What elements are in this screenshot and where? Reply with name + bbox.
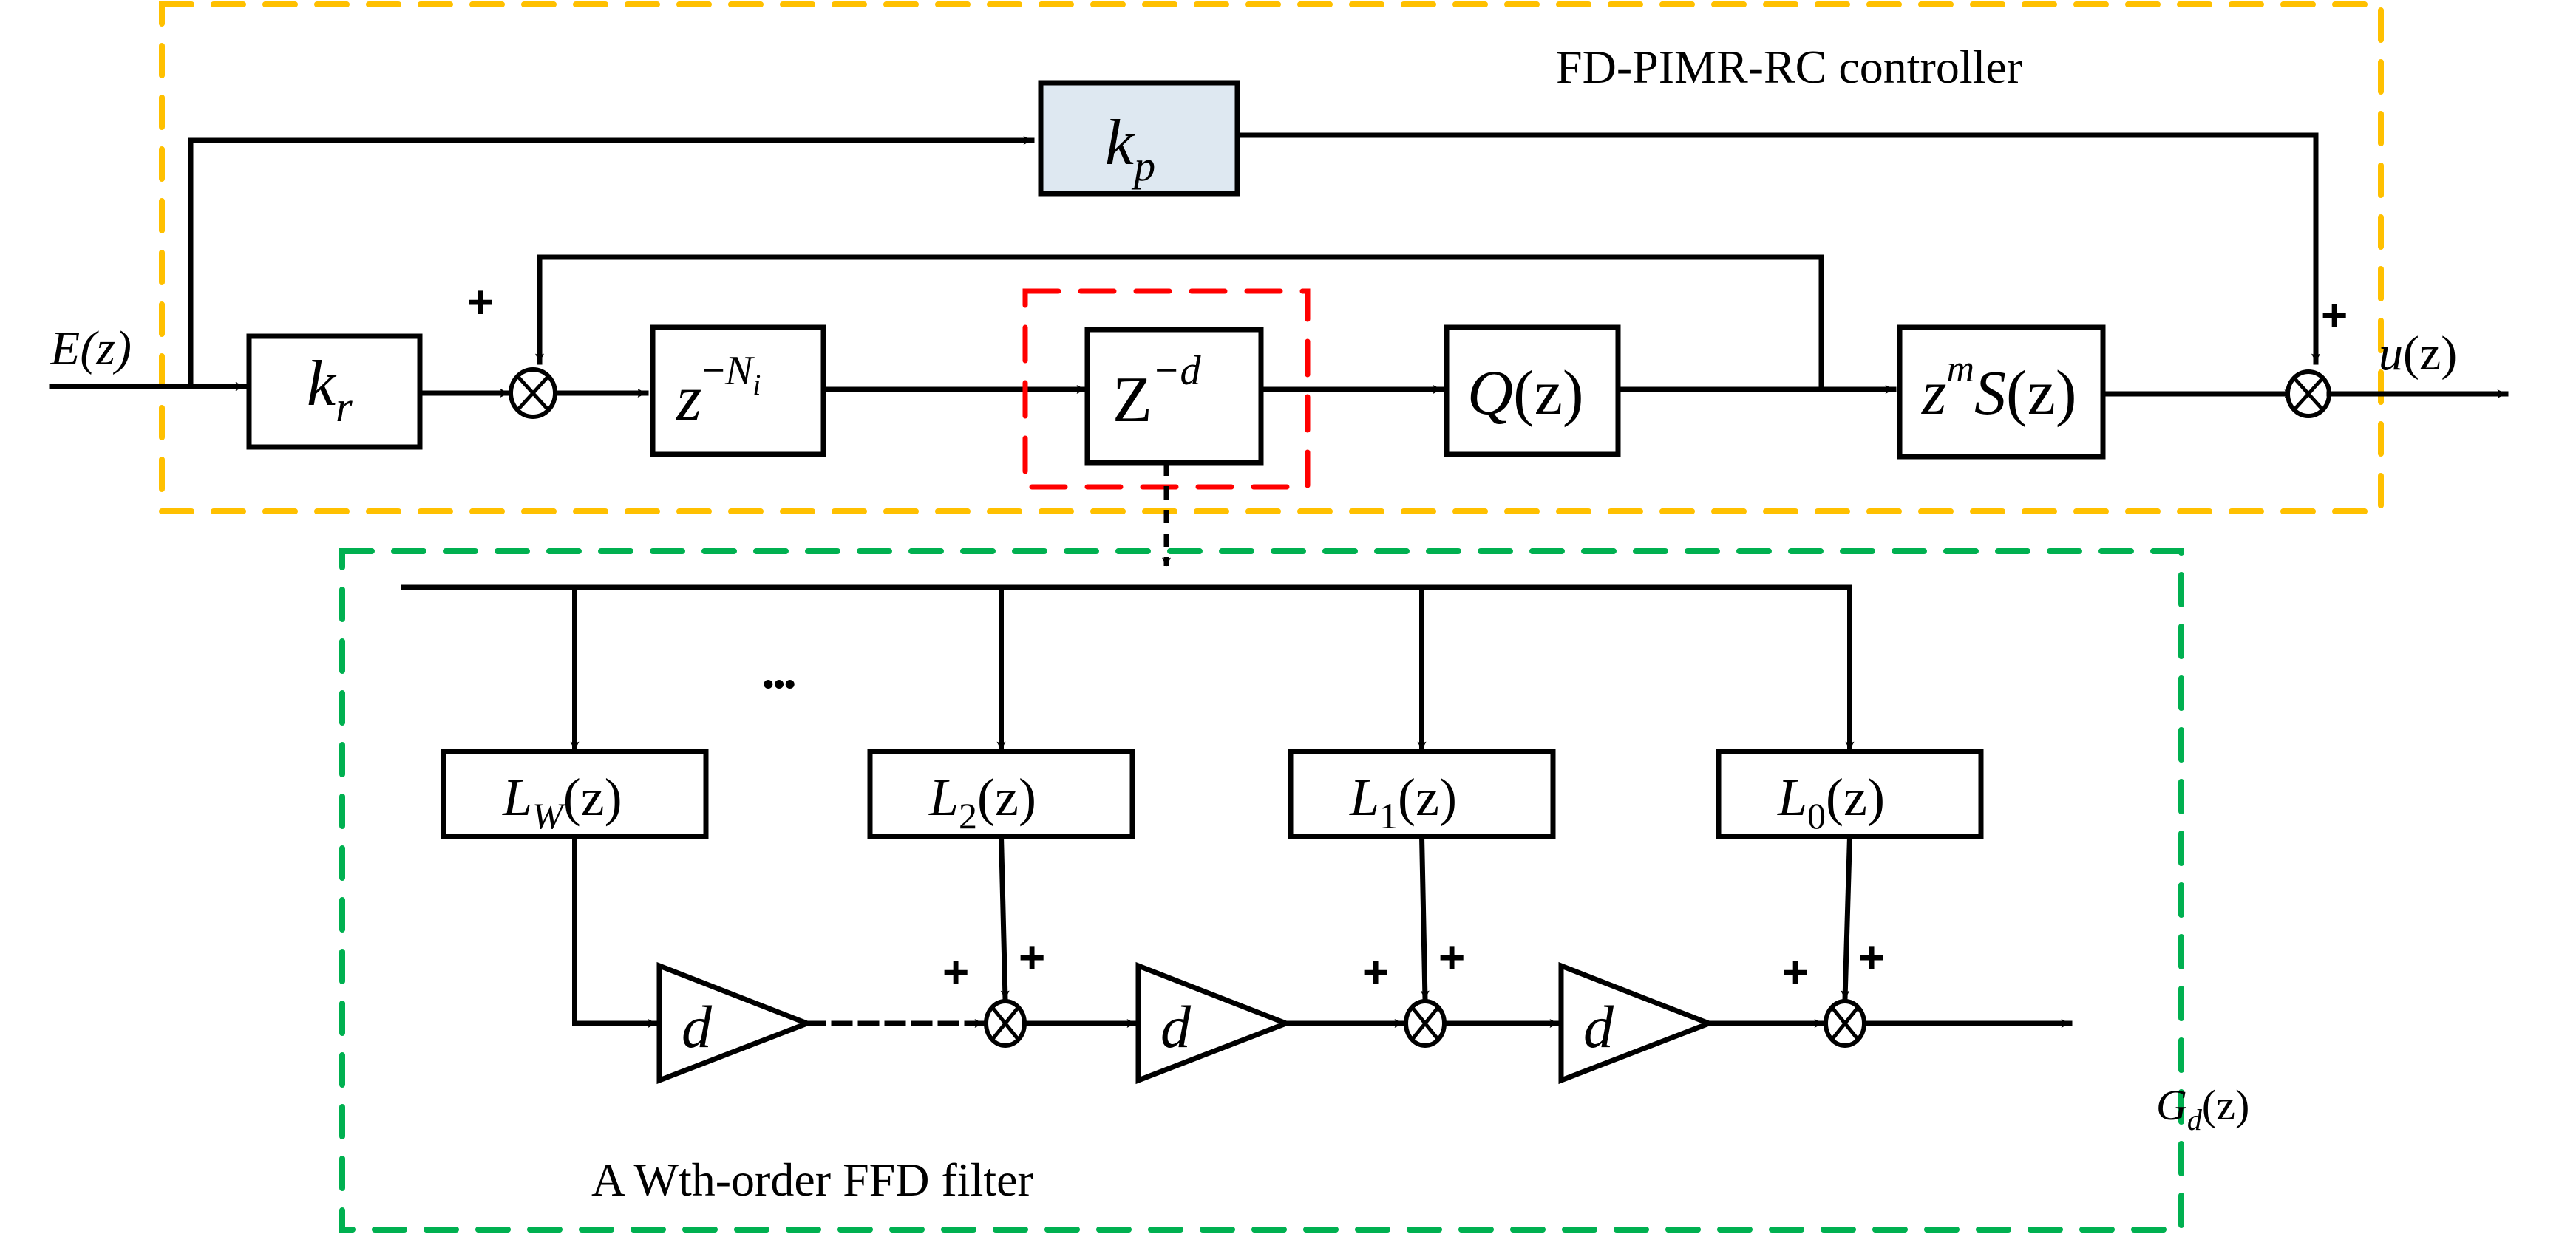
input-label-main: E — [50, 321, 80, 375]
filter-sum-plus-top: + — [1019, 933, 1045, 984]
kr-label: kr — [307, 348, 353, 431]
sum1-plus-sign: + — [467, 277, 494, 328]
svg-text:d: d — [682, 993, 713, 1060]
filter-sum-2 — [1404, 999, 1447, 1048]
q-filter-label: Q(z) — [1467, 357, 1584, 428]
frac-delay-block — [1084, 327, 1264, 466]
lagrange-label-lw: LW(z) — [502, 768, 622, 836]
lagrange-l0-to-sum-wire — [1841, 834, 1853, 1002]
compensator-label: zmS(z) — [1921, 348, 2076, 428]
gain-d-3: d — [1558, 961, 1716, 1085]
lagrange-label-l1: L1(z) — [1349, 768, 1457, 836]
ffd-filter-frame — [339, 548, 2184, 1233]
ffd-filter-title: A Wth-order FFD filter — [591, 1153, 1033, 1206]
lw-to-gain1-wire — [572, 834, 659, 1028]
gain-d-2: d — [1135, 961, 1294, 1085]
gain-d-1: d — [656, 961, 815, 1085]
lagrange-block-l1: L1(z) — [1288, 749, 1556, 839]
filter-sum-plus-left: + — [942, 947, 969, 998]
filter-sum-plus-top: + — [1438, 933, 1465, 984]
sum-junction-output — [2286, 369, 2331, 418]
lagrange-l2-to-sum-wire — [998, 834, 1010, 1002]
lagrange-block-lw: LW(z) — [441, 749, 709, 839]
delay-n-block — [650, 324, 826, 457]
svg-text:d: d — [1583, 993, 1614, 1060]
repetitive-feedback-wire — [535, 254, 1824, 387]
controller-frame — [159, 1, 2384, 514]
controller-title: FD-PIMR-RC controller — [1556, 41, 2022, 93]
kp-to-output-wire — [1234, 132, 2320, 365]
filter-sum-plus-left: + — [1782, 947, 1809, 998]
delay-n-label: z−Ni — [676, 348, 761, 434]
compensator-block — [1897, 324, 2106, 460]
kr-block — [246, 333, 423, 450]
input-label: E(z) — [50, 321, 132, 375]
kp-block — [1038, 80, 1240, 197]
frac-delay-label: Z−d — [1112, 348, 1202, 436]
lagrange-l1-to-sum-wire — [1418, 834, 1430, 1002]
filter-output-label: Gd(z) — [2156, 1081, 2249, 1136]
input-label-arg: (z) — [80, 321, 132, 375]
sum-junction-1 — [509, 367, 557, 419]
filter-sum-1 — [984, 999, 1027, 1048]
kp-label: kp — [1105, 107, 1155, 190]
filter-sum-plus-left: + — [1362, 947, 1389, 998]
lagrange-ellipsis: ••• — [763, 667, 795, 701]
filter-sum-3 — [1824, 999, 1866, 1048]
output-label: u(z) — [2379, 327, 2457, 381]
lagrange-label-l2: L2(z) — [928, 768, 1036, 836]
svg-text:E(z): E(z) — [50, 321, 132, 375]
lagrange-block-l2: L2(z) — [867, 749, 1135, 839]
sum-output-plus-sign: + — [2321, 290, 2348, 341]
svg-text:d: d — [1160, 993, 1192, 1060]
lagrange-block-l0: L0(z) — [1716, 749, 1984, 839]
filter-sum-plus-top: + — [1858, 933, 1885, 984]
lagrange-label-l0: L0(z) — [1777, 768, 1885, 836]
kp-branch-wire — [188, 136, 1035, 389]
